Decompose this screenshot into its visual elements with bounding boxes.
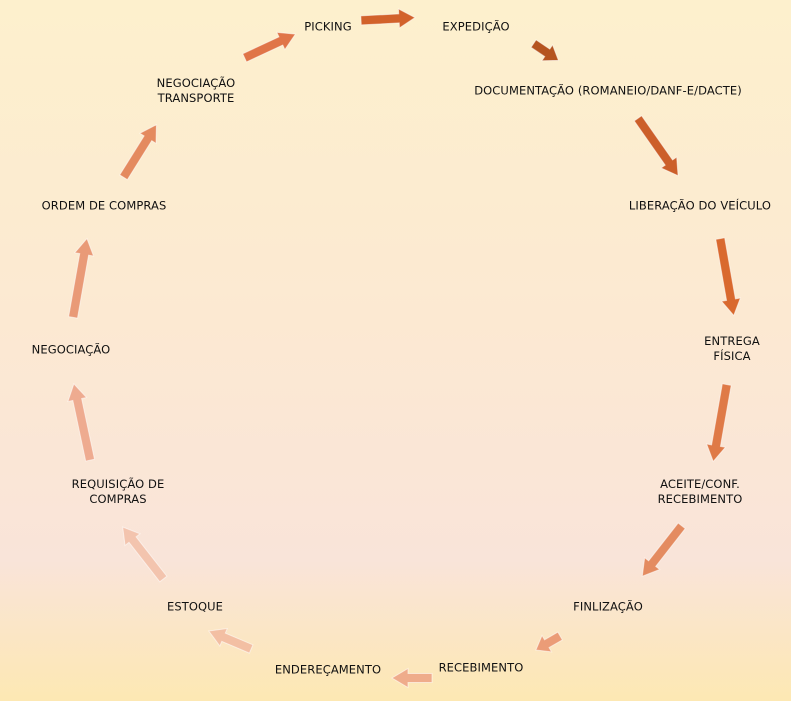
node-label-line: DOCUMENTAÇÃO (ROMANEIO/DANF-E/DACTE) xyxy=(474,83,742,98)
cycle-arrow-negociacao xyxy=(68,237,95,319)
node-documentacao: DOCUMENTAÇÃO (ROMANEIO/DANF-E/DACTE) xyxy=(474,84,742,99)
node-label-line: RECEBIMENTO xyxy=(657,492,743,506)
node-label-line: ENTREGA xyxy=(704,334,760,348)
node-label-line: ORDEM DE COMPRAS xyxy=(41,198,167,213)
node-estoque: ESTOQUE xyxy=(167,600,223,615)
node-label-line: TRANSPORTE xyxy=(157,91,235,105)
cycle-arrow-picking xyxy=(360,8,416,29)
node-label-line: FÍSICA xyxy=(713,349,751,363)
node-label-line: REQUISIÇÃO DE xyxy=(71,477,165,491)
cycle-arrow-estoque xyxy=(122,526,168,583)
node-label-line: LIBERAÇÃO DO VEÍCULO xyxy=(628,198,772,213)
node-label-line: ENDEREÇAMENTO xyxy=(274,662,382,677)
cycle-arrow-liberacao-veiculo xyxy=(715,237,742,317)
node-recebimento: RECEBIMENTO xyxy=(439,661,524,676)
cycle-arrow-documentacao xyxy=(633,115,679,177)
node-picking: PICKING xyxy=(304,20,352,35)
cycle-arrow-negociacao-transporte xyxy=(242,31,297,63)
cycle-arrow-ordem-compras xyxy=(119,123,157,181)
cycle-arrow-recebimento xyxy=(391,667,433,689)
node-label-line: COMPRAS xyxy=(89,492,147,506)
node-label-line: NEGOCIAÇÃO xyxy=(31,342,111,357)
node-label-line: ACEITE/CONF. xyxy=(660,477,740,491)
node-negociacao: NEGOCIAÇÃO xyxy=(32,343,111,358)
node-label-line: PICKING xyxy=(304,19,352,34)
node-aceite-recebimento: ACEITE/CONF.RECEBIMENTO xyxy=(658,477,743,507)
cycle-arrow-finalizacao xyxy=(535,631,564,653)
node-expedicao: EXPEDIÇÃO xyxy=(442,20,509,35)
node-label-line: ESTOQUE xyxy=(166,599,224,614)
node-label-line: FINLIZAÇÃO xyxy=(573,599,643,614)
node-finalizacao: FINLIZAÇÃO xyxy=(573,600,643,615)
cycle-arrow-enderecamento xyxy=(207,627,254,654)
node-liberacao-veiculo: LIBERAÇÃO DO VEÍCULO xyxy=(629,199,771,214)
cycle-arrow-aceite-recebimento xyxy=(641,522,686,577)
cycle-arrow-requisicao-compras xyxy=(67,382,96,462)
node-label-line: RECEBIMENTO xyxy=(438,660,524,675)
node-ordem-compras: ORDEM DE COMPRAS xyxy=(42,199,167,214)
node-label-line: NEGOCIAÇÃO xyxy=(156,76,236,90)
cycle-arrow-entrega-fisica xyxy=(705,383,732,463)
node-enderecamento: ENDEREÇAMENTO xyxy=(275,663,381,678)
cycle-arrow-expedicao xyxy=(530,39,560,62)
node-label-line: EXPEDIÇÃO xyxy=(442,19,510,34)
